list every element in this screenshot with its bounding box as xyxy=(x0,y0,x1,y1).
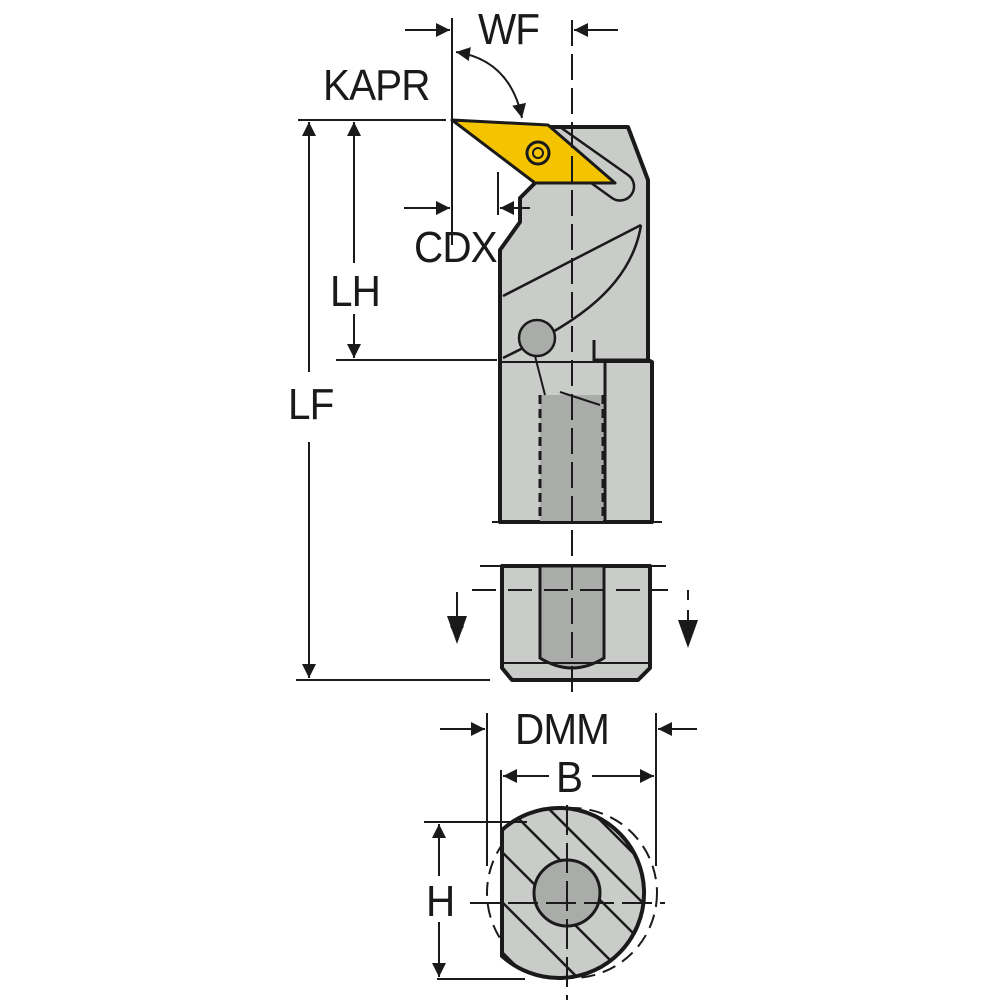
dimension-lf-lh xyxy=(296,119,497,681)
label-h: H xyxy=(426,877,455,926)
tool-head xyxy=(492,125,662,524)
dimension-kapr xyxy=(455,47,527,119)
dimension-cdx xyxy=(404,172,530,215)
dimension-wf xyxy=(405,18,618,245)
label-dmm: DMM xyxy=(515,705,610,754)
dimension-dmm-b-h xyxy=(424,713,697,980)
insert xyxy=(450,118,617,185)
label-wf: WF xyxy=(478,5,540,54)
label-cdx: CDX xyxy=(414,223,498,272)
label-b: B xyxy=(556,753,583,802)
section-view xyxy=(470,805,665,1000)
label-lh: LH xyxy=(330,267,381,316)
label-kapr: KAPR xyxy=(323,61,430,110)
label-lf: LF xyxy=(288,380,334,429)
shank-end xyxy=(447,564,698,682)
